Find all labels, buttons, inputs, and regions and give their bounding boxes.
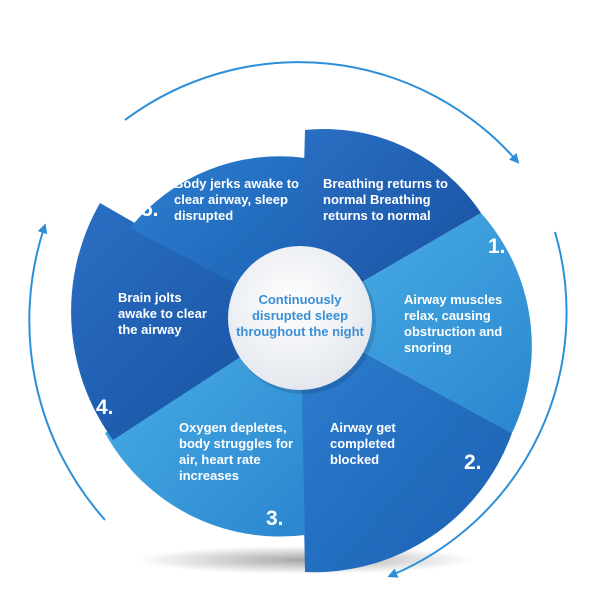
cycle-arrow-icon (387, 231, 568, 578)
cycle-segments (71, 128, 532, 573)
step-6-number: 6. (316, 111, 334, 134)
step-6-text: Breathing returns to normal Breathing re… (323, 176, 448, 223)
center-hub (228, 246, 376, 394)
cycle-arrow-icon (124, 61, 520, 164)
segment-step-2 (300, 318, 512, 573)
step-2-number: 2. (464, 451, 482, 474)
step-1-text: Airway muscles relax, causing obstructio… (404, 292, 503, 355)
center-label: Continuously disrupted sleep throughout … (236, 292, 364, 339)
cycle-arrow-icon (28, 223, 106, 521)
step-3-text: Oxygen depletes, body struggles for air,… (179, 420, 294, 483)
segment-step-1 (300, 213, 532, 433)
step-1-number: 1. (488, 235, 506, 258)
step-2-text: Airway get completed blocked (330, 420, 396, 467)
step-4-number: 4. (96, 396, 114, 419)
cycle-arrows (28, 61, 568, 578)
step-3-number: 3. (266, 507, 284, 530)
step-4-text: Brain jolts awake to clear the airway (118, 290, 207, 337)
segment-step-4 (71, 203, 301, 440)
step-5-number: 5. (141, 198, 159, 221)
step-5-text: Body jerks awake to clear airway, sleep … (174, 176, 299, 223)
